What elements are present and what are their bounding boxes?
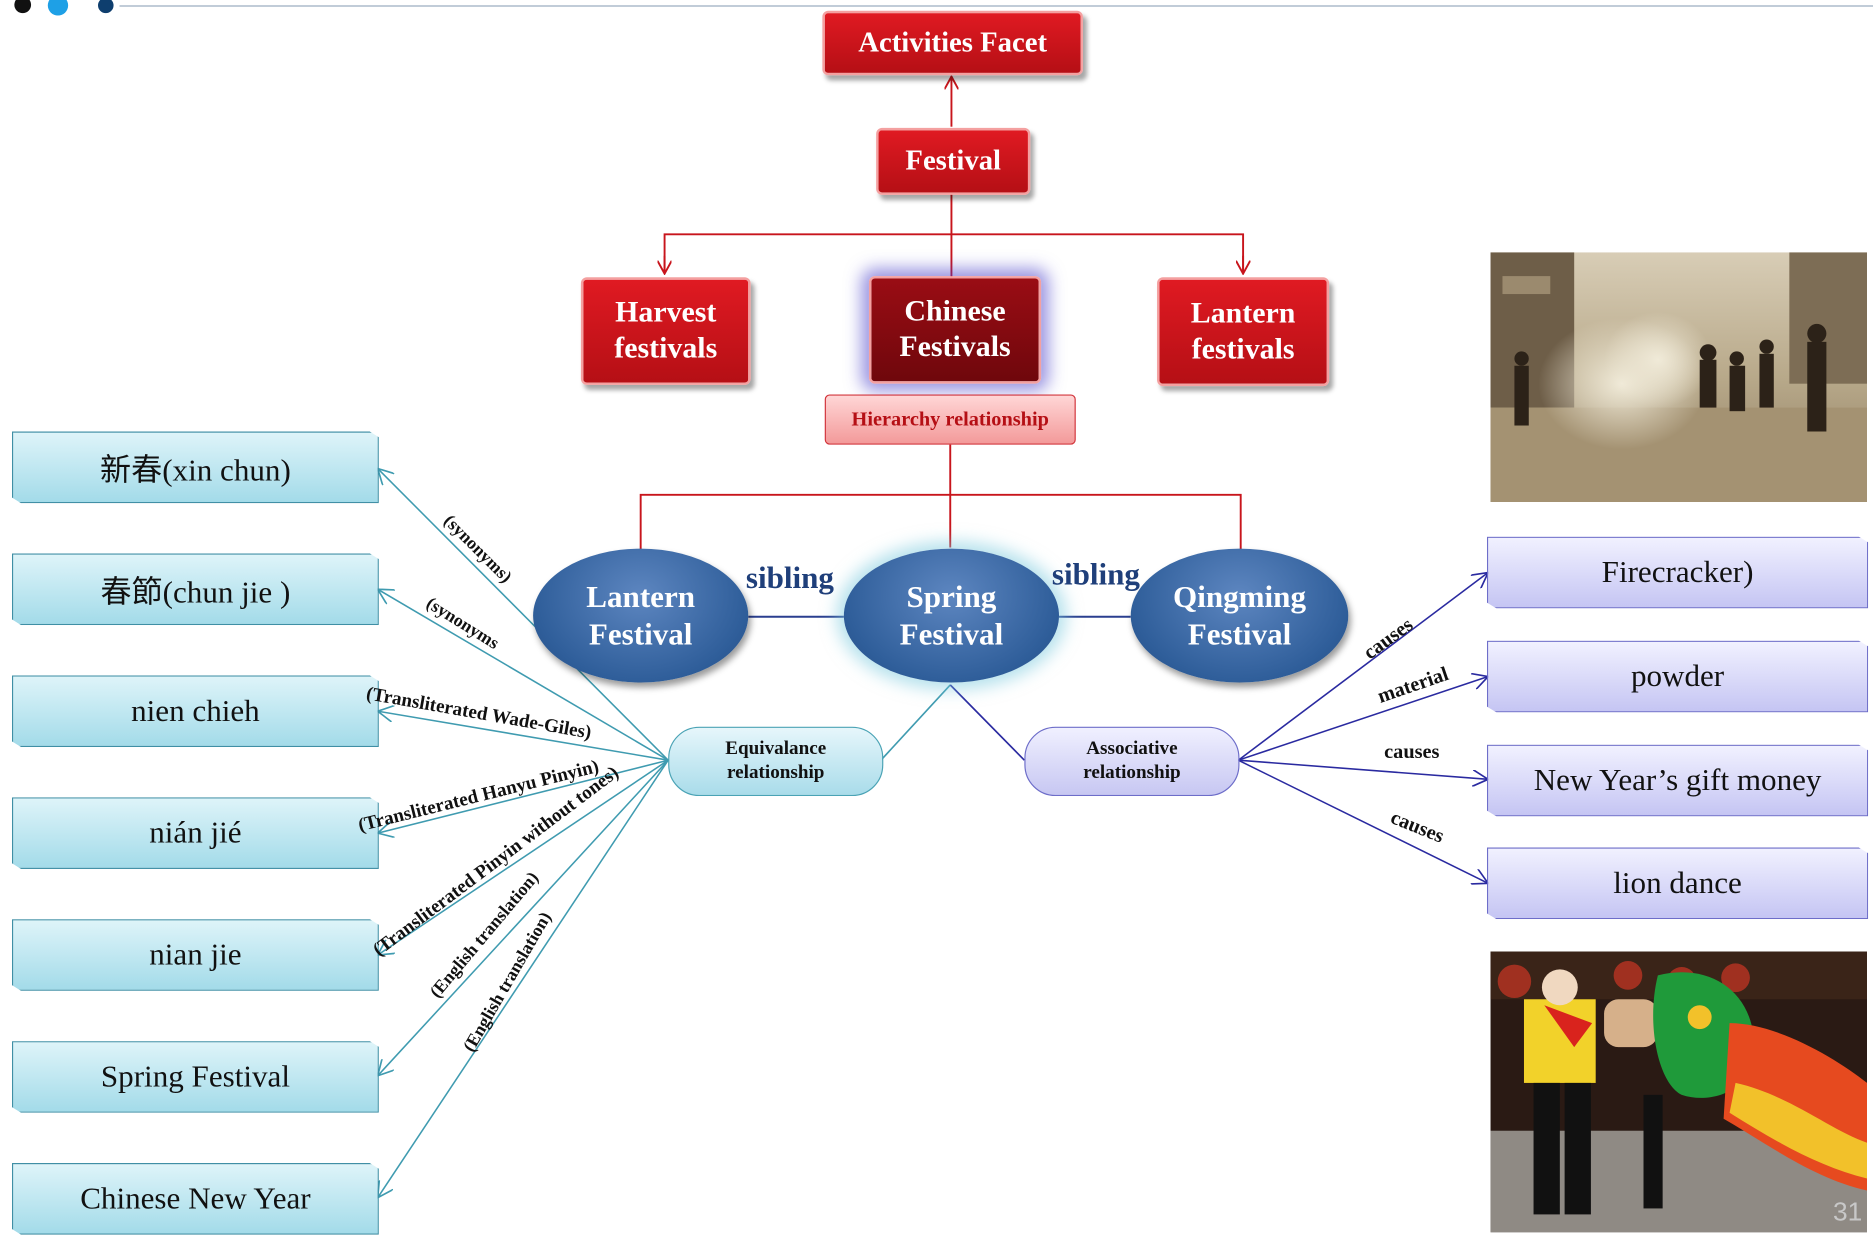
equivalent-term-box[interactable]: nian jie: [11, 919, 379, 991]
associated-term-box[interactable]: New Year’s gift money: [1486, 744, 1869, 817]
chinese-festivals-node[interactable]: Chinese Festivals: [868, 276, 1042, 384]
decor-dot: [14, 0, 32, 14]
hierarchy-relationship-label: Hierarchy relationship: [824, 394, 1076, 445]
term-text: 新春(xin chun): [100, 452, 291, 488]
term-text: Spring Festival: [100, 1059, 290, 1094]
node-label: Qingming Festival: [1173, 579, 1306, 652]
associative-relationship-node[interactable]: Associative relationship: [1024, 726, 1240, 797]
decor-dot: [47, 0, 69, 16]
equivalent-term-box[interactable]: Spring Festival: [11, 1041, 379, 1113]
sibling-label: sibling: [1051, 557, 1140, 592]
associated-term-box[interactable]: powder: [1486, 640, 1869, 713]
equivalent-term-box[interactable]: 春節(chun jie ): [11, 553, 379, 626]
firecracker-photo: [1490, 252, 1868, 503]
equivalent-term-box[interactable]: Chinese New Year: [11, 1163, 379, 1235]
lantern-festival-node[interactable]: Lantern Festival: [533, 548, 749, 683]
equivalent-term-box[interactable]: nien chieh: [11, 675, 379, 748]
node-label: Lantern Festival: [586, 579, 696, 652]
spring-festival-node[interactable]: Spring Festival: [843, 548, 1060, 683]
qingming-festival-node[interactable]: Qingming Festival: [1130, 548, 1349, 683]
term-text: New Year’s gift money: [1533, 762, 1822, 798]
term-text: 春節(chun jie ): [100, 574, 291, 609]
node-label: Harvest festivals: [614, 296, 718, 365]
activities-facet-node[interactable]: Activities Facet: [822, 10, 1083, 76]
relationship-text: Associative relationship: [1083, 738, 1181, 783]
node-label: Festival: [905, 145, 1002, 177]
firecracker-scene-icon: [1490, 252, 1868, 503]
associated-term-box[interactable]: Firecracker): [1486, 536, 1869, 609]
associated-term-box[interactable]: lion dance: [1486, 847, 1869, 920]
node-label: Chinese Festivals: [899, 295, 1011, 364]
term-text: lion dance: [1613, 865, 1742, 901]
node-label: Lantern festivals: [1190, 297, 1296, 366]
term-text: nian jie: [149, 937, 242, 972]
term-text: Chinese New Year: [80, 1180, 311, 1216]
term-text: nien chieh: [131, 693, 260, 728]
term-text: nián jié: [149, 815, 242, 850]
harvest-festivals-node[interactable]: Harvest festivals: [580, 277, 751, 385]
relationship-text: Hierarchy relationship: [851, 407, 1049, 431]
festival-node[interactable]: Festival: [876, 127, 1031, 195]
node-label: Spring Festival: [899, 579, 1004, 652]
equivalence-relationship-node[interactable]: Equivalance relationship: [668, 726, 884, 797]
term-text: powder: [1630, 658, 1725, 694]
sibling-label: sibling: [745, 560, 834, 596]
lion-dance-scene-icon: [1490, 951, 1868, 1233]
decor-dot: [98, 0, 114, 14]
node-label: Activities Facet: [858, 27, 1048, 59]
lion-dance-photo: 31: [1490, 951, 1868, 1233]
term-text: Firecracker): [1601, 554, 1754, 590]
equivalent-term-box[interactable]: 新春(xin chun): [11, 431, 379, 504]
edge-label: causes: [1384, 739, 1440, 763]
lantern-festivals-node[interactable]: Lantern festivals: [1157, 277, 1330, 387]
relationship-text: Equivalance relationship: [725, 738, 827, 783]
equivalent-term-box[interactable]: nián jié: [11, 797, 379, 869]
page-number: 31: [1832, 1196, 1863, 1227]
